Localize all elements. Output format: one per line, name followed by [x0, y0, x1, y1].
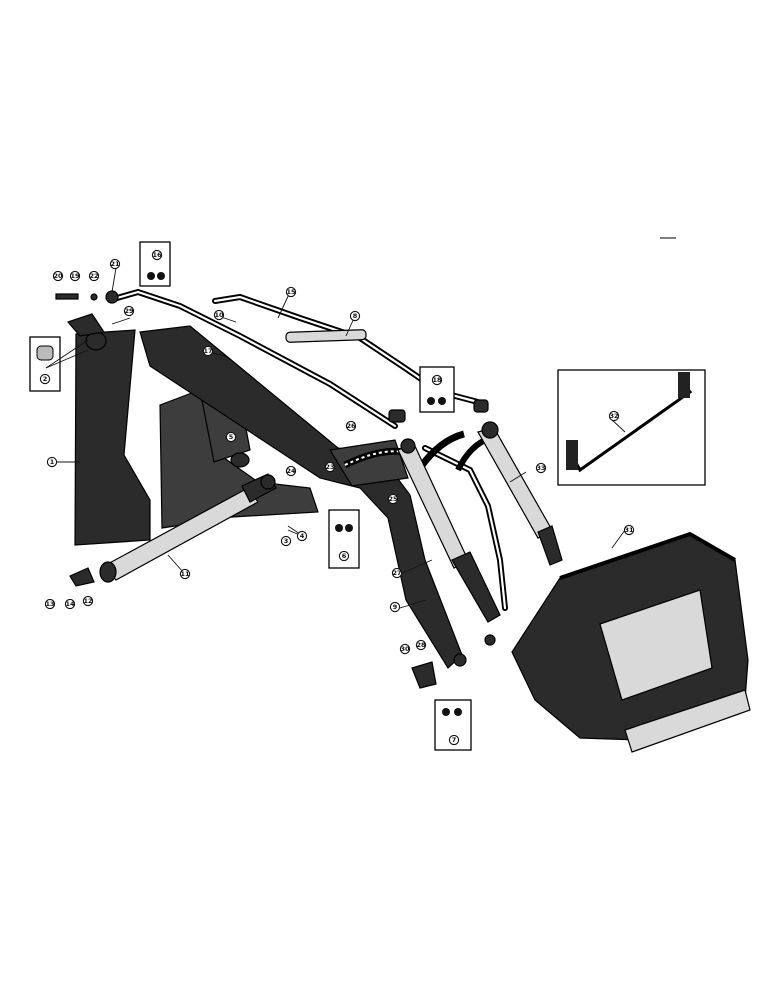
callout-28: 28 [415, 639, 427, 651]
callout-label: 31 [624, 526, 634, 534]
callout-label: 2 [43, 375, 48, 383]
callout-label: 10 [214, 311, 224, 319]
callout-label: 19 [70, 272, 80, 280]
callout-5: 5 [225, 431, 237, 443]
callout-label: 12 [83, 597, 92, 605]
callout-label: 20 [53, 272, 63, 280]
callout-18: 18 [431, 374, 443, 386]
callout-3: 3 [280, 535, 292, 547]
callout-label: 28 [416, 641, 426, 649]
callout-33: 33 [535, 462, 547, 474]
callout-label: 15 [286, 288, 296, 296]
callout-label: 1 [50, 458, 55, 466]
callout-label: 26 [346, 422, 356, 430]
callout-label: 22 [89, 272, 98, 280]
callout-4: 4 [296, 530, 308, 542]
callout-label: 7 [452, 736, 457, 744]
callout-24: 24 [285, 465, 297, 477]
inset-box-18 [419, 366, 455, 413]
callout-label: 11 [180, 570, 190, 578]
callout-label: 4 [300, 532, 305, 540]
callout-29: 29 [123, 305, 135, 317]
callout-16: 16 [151, 249, 163, 261]
callout-label: 21 [110, 260, 120, 268]
callout-30: 30 [399, 643, 411, 655]
callout-26: 26 [345, 420, 357, 432]
callout-22: 22 [88, 270, 100, 282]
inset-box-32 [557, 369, 706, 486]
callout-label: 16 [152, 251, 162, 259]
callout-label: 29 [124, 307, 134, 315]
callout-2: 2 [39, 373, 51, 385]
callout-label: 23 [325, 463, 334, 471]
bucket [511, 531, 751, 753]
inset-box-16 [139, 241, 171, 287]
callout-17: 17 [202, 345, 214, 357]
callout-label: 8 [353, 312, 358, 320]
hardware [55, 290, 496, 689]
callout-label: 30 [400, 645, 410, 653]
callout-label: 3 [284, 537, 289, 545]
leader-lines [45, 267, 626, 609]
callout-label: 9 [393, 603, 398, 611]
callout-10: 10 [213, 309, 225, 321]
callout-label: 33 [536, 464, 545, 472]
callout-1: 1 [46, 456, 58, 468]
callout-label: 14 [65, 600, 75, 608]
callout-19: 19 [69, 270, 81, 282]
callout-25: 25 [387, 493, 399, 505]
callout-13: 13 [44, 598, 56, 610]
callout-14: 14 [64, 598, 76, 610]
callout-15: 15 [285, 286, 297, 298]
callout-label: 24 [286, 467, 296, 475]
callout-label: 27 [392, 569, 401, 577]
callout-label: 5 [229, 433, 234, 441]
callout-23: 23 [324, 461, 336, 473]
lift-cylinder [69, 473, 277, 587]
callout-31: 31 [623, 524, 635, 536]
callout-8: 8 [349, 310, 361, 322]
callout-9: 9 [389, 601, 401, 613]
callout-label: 17 [203, 347, 212, 355]
callout-label: 6 [342, 552, 347, 560]
callout-11: 11 [179, 568, 191, 580]
callout-27: 27 [391, 567, 403, 579]
callout-label: 25 [388, 495, 398, 503]
callout-label: 32 [609, 412, 618, 420]
callout-32: 32 [608, 410, 620, 422]
callout-12: 12 [82, 595, 94, 607]
bucket-cylinders [397, 421, 563, 623]
callout-20: 20 [52, 270, 64, 282]
callout-label: 13 [45, 600, 54, 608]
callout-label: 18 [432, 376, 442, 384]
callout-6: 6 [338, 550, 350, 562]
callout-7: 7 [448, 734, 460, 746]
callout-21: 21 [109, 258, 121, 270]
